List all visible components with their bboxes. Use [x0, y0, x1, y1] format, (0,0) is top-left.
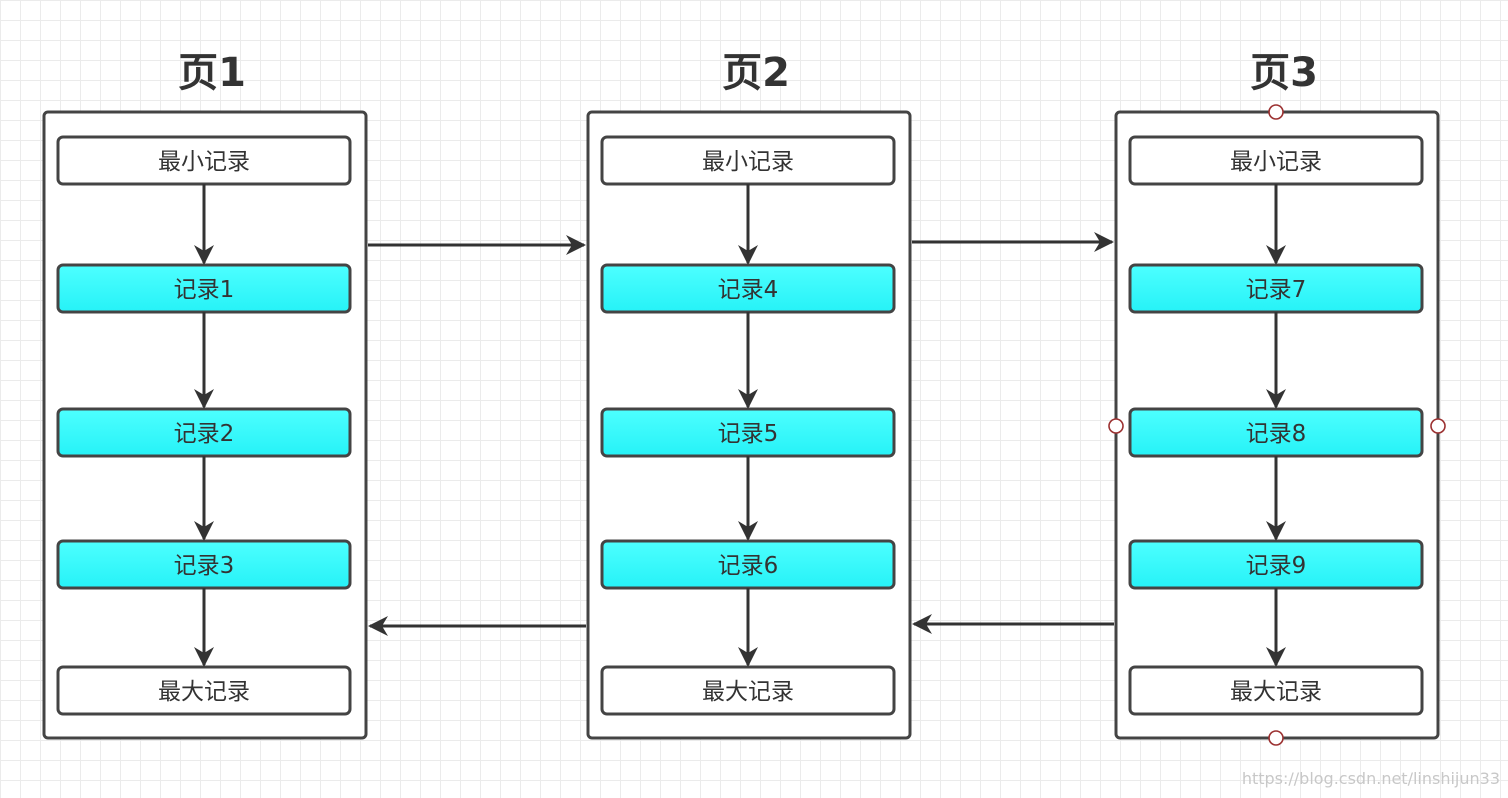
record-label: 最大记录: [1230, 679, 1322, 705]
selection-handle-left[interactable]: [1108, 418, 1124, 434]
record-label: 记录7: [1246, 277, 1307, 303]
watermark-text: https://blog.csdn.net/linshijun33: [1242, 769, 1500, 788]
page-1[interactable]: 页1 最小记录 记录1 记录2 记录3 最大记录: [42, 50, 368, 740]
page-3[interactable]: 页3 最小记录 记录7 记录8 记录9 最大记录: [1108, 50, 1446, 746]
record-label: 记录6: [718, 553, 779, 579]
selection-handle-right[interactable]: [1430, 418, 1446, 434]
page-title: 页2: [722, 50, 790, 96]
record-box[interactable]: [1128, 665, 1424, 716]
record-label: 记录1: [174, 277, 235, 303]
record-label: 记录9: [1246, 553, 1307, 579]
record-label: 最大记录: [702, 679, 794, 705]
page-title: 页3: [1250, 50, 1318, 96]
selection-handle-top[interactable]: [1268, 104, 1284, 120]
record-label: 最小记录: [1230, 149, 1322, 175]
record-box[interactable]: [56, 665, 352, 716]
record-label: 最小记录: [158, 149, 250, 175]
record-label: 最小记录: [702, 149, 794, 175]
record-label: 记录4: [718, 277, 779, 303]
selection-handle-bottom[interactable]: [1268, 730, 1284, 746]
record-label: 记录2: [174, 421, 235, 447]
record-label: 最大记录: [158, 679, 250, 705]
record-label: 记录3: [174, 553, 235, 579]
record-label: 记录5: [718, 421, 779, 447]
record-label: 记录8: [1246, 421, 1307, 447]
page-title: 页1: [178, 50, 246, 96]
record-box[interactable]: [600, 665, 896, 716]
page-2[interactable]: 页2 最小记录 记录4 记录5 记录6 最大记录: [586, 50, 912, 740]
